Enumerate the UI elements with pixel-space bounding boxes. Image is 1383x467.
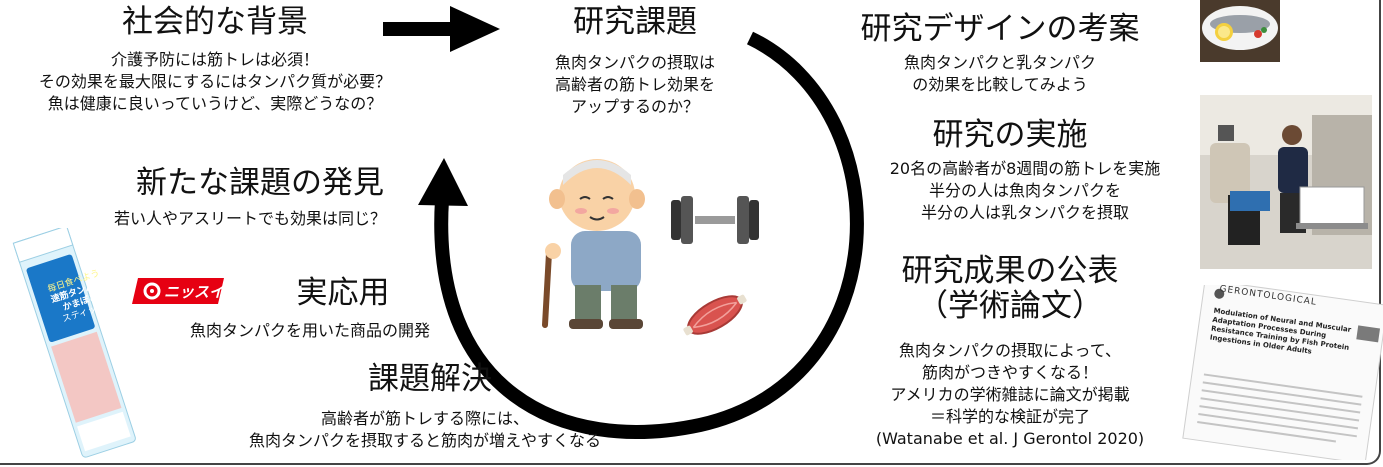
new-issue-title: 新たな課題の発見: [136, 165, 384, 201]
journal-paper-sheet: [1182, 285, 1383, 460]
design-line-2: の効果を比較してみよう: [912, 75, 1088, 94]
publication-title: 研究成果の公表: [901, 253, 1119, 289]
rq-line-2: 高齢者の筋トレ効果を: [554, 75, 715, 94]
pub-line-4: ＝科学的な検証が完了: [929, 407, 1090, 426]
social-background-title: 社会的な背景: [122, 4, 308, 40]
nissui-logo-text: ニッスイ: [164, 283, 225, 301]
top-arrow-shaft: [383, 22, 453, 36]
pub-line-1: 魚肉タンパクの摂取によって、: [899, 341, 1121, 360]
impl-line-1: 20名の高齢者が8週間の筋トレを実施: [889, 159, 1161, 178]
research-question-title: 研究課題: [573, 4, 697, 40]
nissui-logo-mark: [132, 278, 224, 304]
elderly-person-illustration: [542, 159, 645, 329]
rq-line-1: 魚肉タンパクの摂取は: [554, 53, 715, 72]
rq-line-3: アップするのか？: [570, 97, 699, 116]
pub-line-5: (Watanabe et al. J Gerontol 2020): [875, 429, 1145, 448]
implementation-text: 20名の高齢者が8週間の筋トレを実施 半分の人は魚肉タンパクを 半分の人は乳タン…: [860, 158, 1190, 224]
nissui-logo: ニッスイ: [132, 278, 224, 304]
cycle-arrow-head: [418, 158, 468, 206]
experiment-photo: [1200, 95, 1372, 269]
design-title: 研究デザインの考案: [860, 11, 1140, 47]
top-arrow-head: [450, 6, 500, 52]
social-line-3: 魚は健康に良いっていうけど、実際どうなの？: [47, 94, 383, 113]
new-issue-text: 若い人やアスリートでも効果は同じ？: [113, 209, 386, 228]
application-title: 実応用: [296, 275, 390, 311]
implementation-title: 研究の実施: [932, 117, 1088, 153]
design-line-1: 魚肉タンパクと乳タンパク: [903, 53, 1096, 72]
design-text: 魚肉タンパクと乳タンパク の効果を比較してみよう: [870, 52, 1130, 96]
pub-line-3: アメリカの学術雑誌に論文が掲載: [890, 385, 1130, 404]
pub-line-2: 筋肉がつきやすくなる！: [921, 363, 1098, 382]
journal-paper-image: GERONTOLOGICAL Modulation of Neural and …: [1175, 284, 1383, 460]
solution-line-1: 高齢者が筋トレする際には、: [320, 409, 529, 428]
dumbbell-icon: [671, 196, 759, 244]
social-line-2: その効果を最大限にするにはタンパク質が必要？: [38, 72, 392, 91]
research-question-text: 魚肉タンパクの摂取は 高齢者の筋トレ効果を アップするのか？: [530, 52, 740, 118]
application-text: 魚肉タンパクを用いた商品の開発: [189, 321, 430, 340]
impl-line-2: 半分の人は魚肉タンパクを: [928, 181, 1121, 200]
social-background-text: 介護予防には筋トレは必須！ その効果を最大限にするにはタンパク質が必要？ 魚は健…: [5, 49, 425, 115]
kamaboko-package-image: 毎日食べよう 速筋タンパク かまぼこ スティック: [2, 225, 142, 458]
kamaboko-package-illustration: [12, 225, 136, 458]
social-line-1: 介護予防には筋トレは必須！: [110, 50, 319, 69]
solution-text: 高齢者が筋トレする際には、 魚肉タンパクを摂取すると筋肉が増えやすくなる: [215, 408, 635, 452]
publication-text: 魚肉タンパクの摂取によって、 筋肉がつきやすくなる！ アメリカの学術雑誌に論文が…: [840, 340, 1180, 450]
cycle-arrow: [434, 31, 864, 439]
publication-subtitle: （学術論文）: [917, 288, 1103, 324]
impl-line-3: 半分の人は乳タンパクを摂取: [920, 203, 1129, 222]
solution-line-2: 魚肉タンパクを摂取すると筋肉が増えやすくなる: [248, 431, 601, 450]
fish-plate-photo: [1200, 0, 1280, 62]
muscle-icon: [683, 294, 747, 336]
solution-title: 課題解決: [368, 361, 492, 397]
